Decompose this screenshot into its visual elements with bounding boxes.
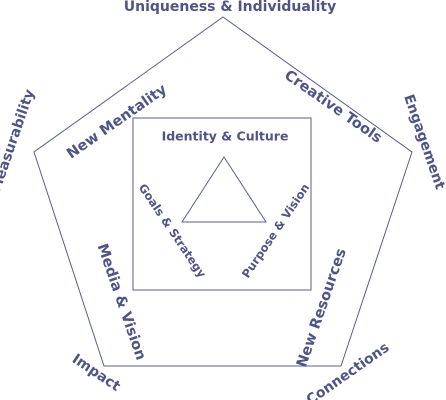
inner-square [132,117,312,291]
triangle-label-right: Purpose & Vision [239,181,312,281]
edge-label-upper-left: New Mentality [64,81,170,162]
vertex-label-bottom-left: Impact [69,351,123,395]
vertex-label-top: Uniqueness & Individuality [124,0,336,15]
vertex-label-bottom-right: Connections [304,340,393,400]
central-triangle [181,156,267,223]
edge-label-upper-right: Creative Tools [281,67,384,146]
vertex-label-left: Measurability [0,87,38,194]
outer-pentagon [33,16,413,367]
edge-label-lower-left: Media & Vision [94,242,149,363]
vertex-label-right: Engagement [400,92,446,191]
edge-label-lower-right: New Resources [294,247,350,370]
square-label: Identity & Culture [162,129,289,144]
